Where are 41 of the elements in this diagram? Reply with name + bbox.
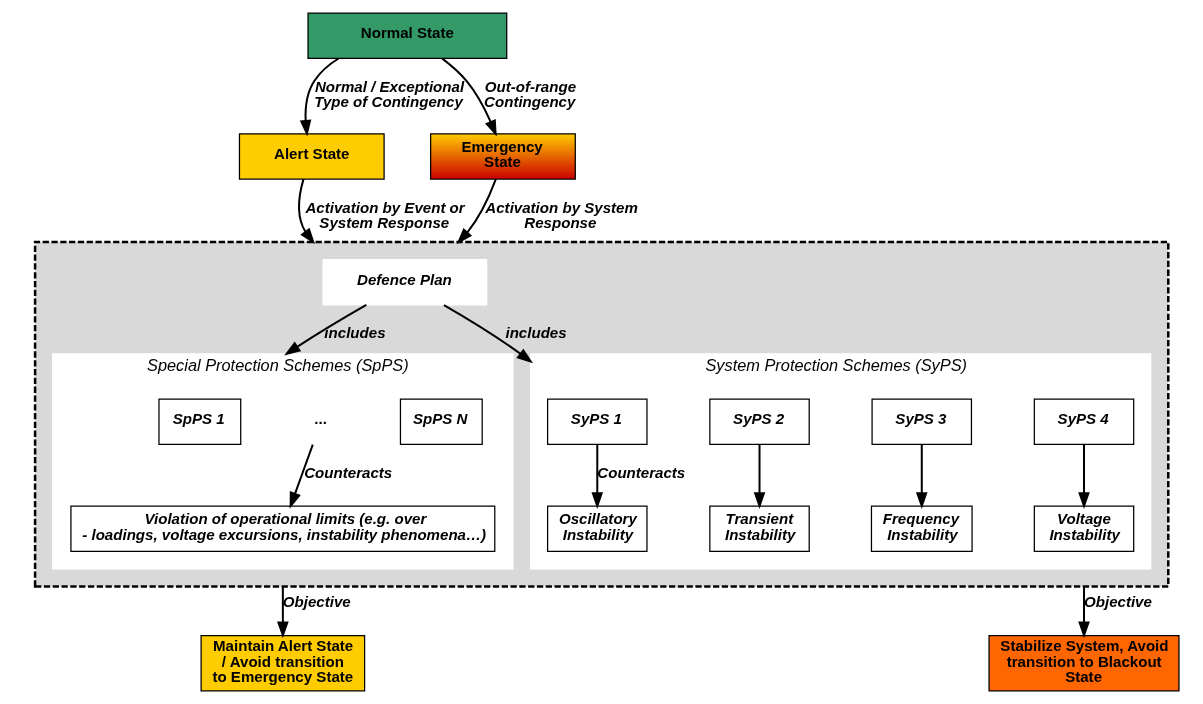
node-box: Normal State [306,12,507,59]
node-text: ... [313,410,327,428]
edge-label: Activation by Event or System Response [305,198,465,231]
arrow [753,444,765,509]
arrow [915,444,928,509]
node-box: Maintain Alert State / Avoid transition to Emergency State [200,635,365,692]
node-box: SyPS 3 [870,398,972,446]
edge-label: Objective [1083,593,1152,611]
edge-label: Counteracts [596,463,685,481]
arrow [1077,586,1090,639]
node-box: Defence Plan [322,258,487,306]
edge-label: Out-of-range Contingency [483,77,576,110]
edge-label: Activation by System Response [484,198,638,231]
edge-label: Normal / Exceptional Type of Contingency [313,77,464,110]
node-box: SyPS 2 [708,398,810,446]
node-box: Violation of operational limits (e.g. over - loadings, voltage excursions, instability phenomena…) [69,505,495,552]
arrow [276,586,289,639]
arrow [442,304,533,364]
cluster [33,240,1170,588]
edge-label: includes [504,324,567,342]
arrow [1077,444,1090,509]
node-box: Transient Instability [708,505,810,552]
edge-label: includes [323,324,386,342]
arrow [299,57,339,137]
node-box: Alert State [238,133,385,180]
arrow [289,444,314,509]
node-box: SyPS 1 [546,398,648,446]
arrow [441,57,497,137]
node-box: Emergency State [429,133,576,180]
edge-label: Counteracts [303,463,392,481]
node-box: Oscillatory Instability [546,505,648,552]
node-box: Voltage Instability [1033,505,1134,552]
node-box: SpPS 1 [157,398,241,446]
arrow [297,178,315,245]
node-box: SyPS 4 [1033,398,1134,446]
arrow [590,444,603,509]
arrow [283,304,367,356]
node-box: SpPS N [399,398,483,446]
node-box: Stabilize System, Avoid transition to Blackout State [987,635,1180,692]
node-box: Frequency Instability [870,505,973,552]
arrow [456,178,497,245]
